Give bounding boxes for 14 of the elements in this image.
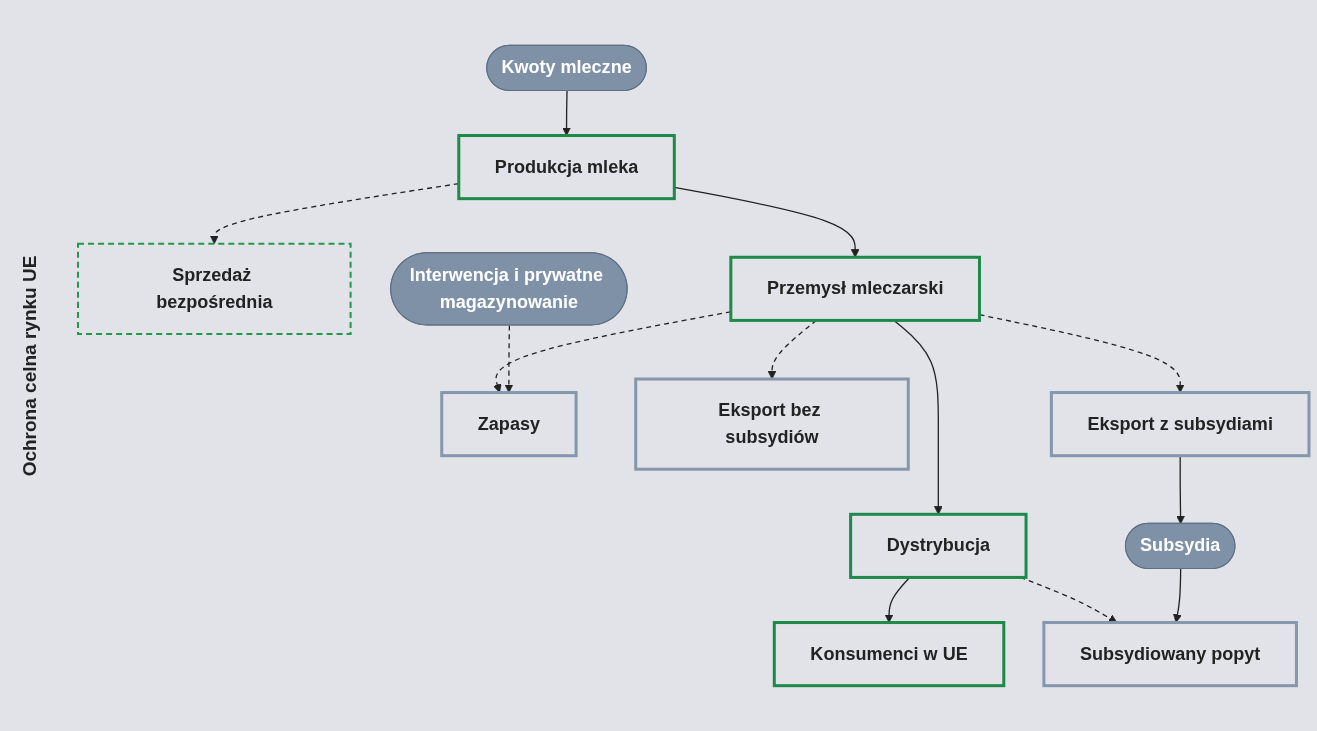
arrow	[504, 324, 514, 393]
node-box: Eksport bez subsydiów	[634, 377, 910, 471]
node-box: Eksport z subsydiami	[1049, 391, 1311, 458]
node-box: Produkcja mleka	[457, 134, 676, 201]
arrow	[562, 90, 571, 136]
arrow	[1176, 455, 1185, 525]
node-box: Przemysł mleczarski	[729, 255, 981, 322]
node-box: Dystrybucja	[849, 512, 1028, 579]
node-box: Sprzedaż bezpośrednia	[77, 242, 352, 335]
arrow	[1173, 568, 1182, 623]
side-label: Ochrona celna rynku UE	[19, 255, 41, 476]
node-box: Konsumenci w UE	[772, 621, 1006, 688]
node-box: Subsydiowany popyt	[1042, 621, 1298, 688]
node-box: Zapasy	[440, 391, 578, 458]
